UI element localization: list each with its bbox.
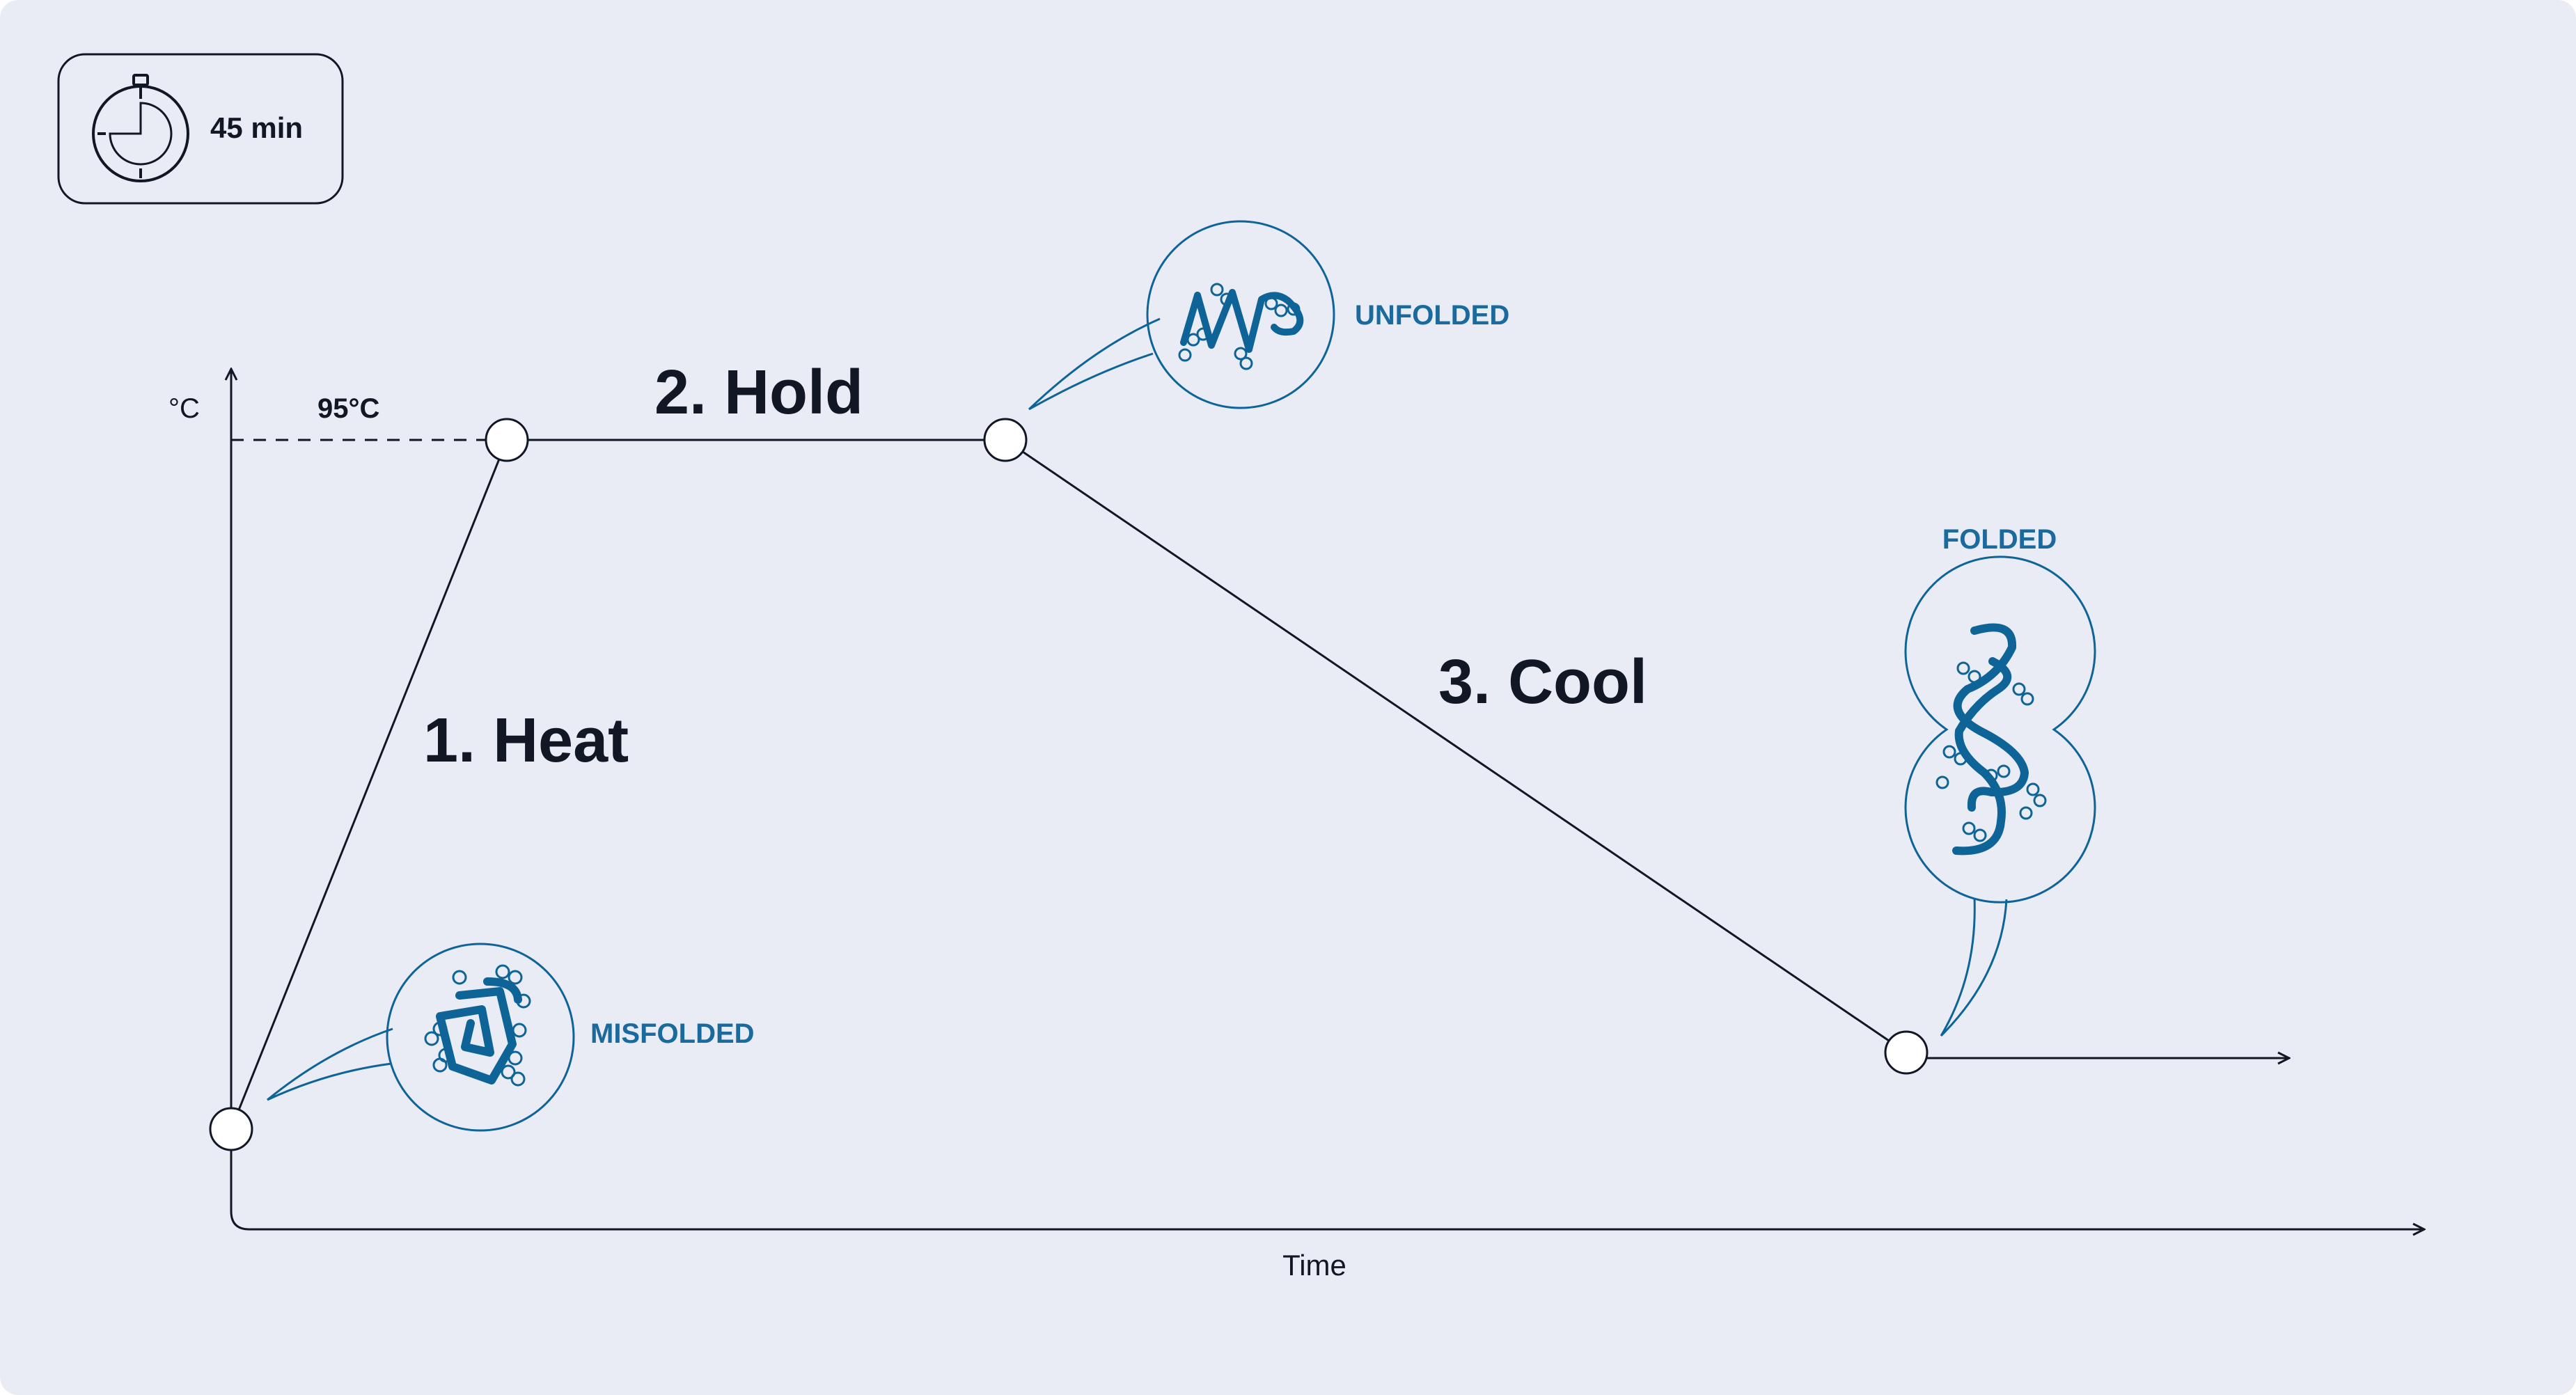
folded-bubble: FOLDED xyxy=(1904,524,2096,1037)
folded-label: FOLDED xyxy=(1942,524,2057,555)
x-axis xyxy=(230,1211,2424,1229)
profile-nodes xyxy=(209,418,1929,1151)
unfolded-label: UNFOLDED xyxy=(1355,300,1509,331)
node-cool-end xyxy=(1884,1030,1929,1075)
stopwatch-icon xyxy=(92,74,189,182)
unfolded-bubble: UNFOLDED xyxy=(1028,220,1509,411)
misfolded-bubble: MISFOLDED xyxy=(267,943,755,1132)
timer-badge: 45 min xyxy=(57,53,344,205)
x-axis-label: Time xyxy=(1282,1249,1346,1282)
temperature-profile-line xyxy=(230,439,1907,1130)
node-heat-end xyxy=(485,418,529,462)
node-hold-end xyxy=(983,418,1028,462)
step-cool-label: 3. Cool xyxy=(1438,647,1647,717)
node-start xyxy=(209,1107,253,1151)
step-hold-label: 2. Hold xyxy=(654,358,863,427)
y-axis-label: °C xyxy=(168,393,200,424)
misfolded-label: MISFOLDED xyxy=(590,1018,755,1049)
misfolded-molecule-icon xyxy=(424,964,531,1087)
folded-molecule-icon xyxy=(1935,623,2047,856)
unfolded-molecule-icon xyxy=(1178,283,1304,370)
reference-temperature-label: 95°C xyxy=(317,393,379,424)
timer-label: 45 min xyxy=(210,111,303,144)
step-heat-label: 1. Heat xyxy=(423,706,629,775)
